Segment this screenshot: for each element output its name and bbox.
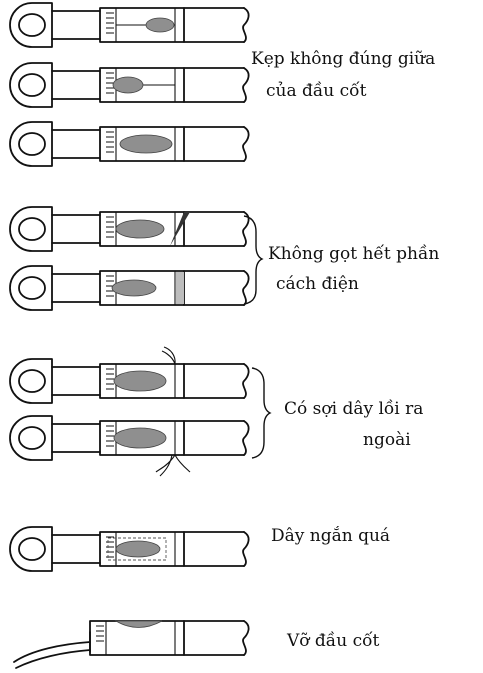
terminal-stray-strand-bottom: [9, 415, 250, 477]
terminal-offcenter-left: [9, 62, 250, 108]
brace-group3: [251, 367, 272, 459]
label-group2-line1: Không gọt hết phần: [268, 244, 439, 264]
label-group2-line2: cách điện: [276, 274, 359, 294]
terminal-stray-strand-top: [9, 346, 250, 404]
terminal-insulation-residue: [9, 265, 250, 311]
label-group1-line1: Kẹp không đúng giữa: [251, 49, 435, 69]
brace-group2: [243, 215, 264, 305]
label-group1-line2: của đầu cốt: [266, 81, 367, 101]
terminal-broken: [13, 620, 250, 669]
terminal-insulation-wedge: [9, 206, 250, 252]
terminal-offcenter-right: [9, 2, 250, 48]
terminal-offcenter-middle: [9, 121, 250, 167]
label-group4: Dây ngắn quá: [271, 526, 390, 546]
label-group5: Vỡ đầu cốt: [286, 631, 379, 651]
label-group3-line2: ngoài: [363, 430, 411, 450]
terminal-wire-too-short: [9, 526, 250, 572]
label-group3-line1: Có sợi dây lồi ra: [284, 399, 423, 419]
